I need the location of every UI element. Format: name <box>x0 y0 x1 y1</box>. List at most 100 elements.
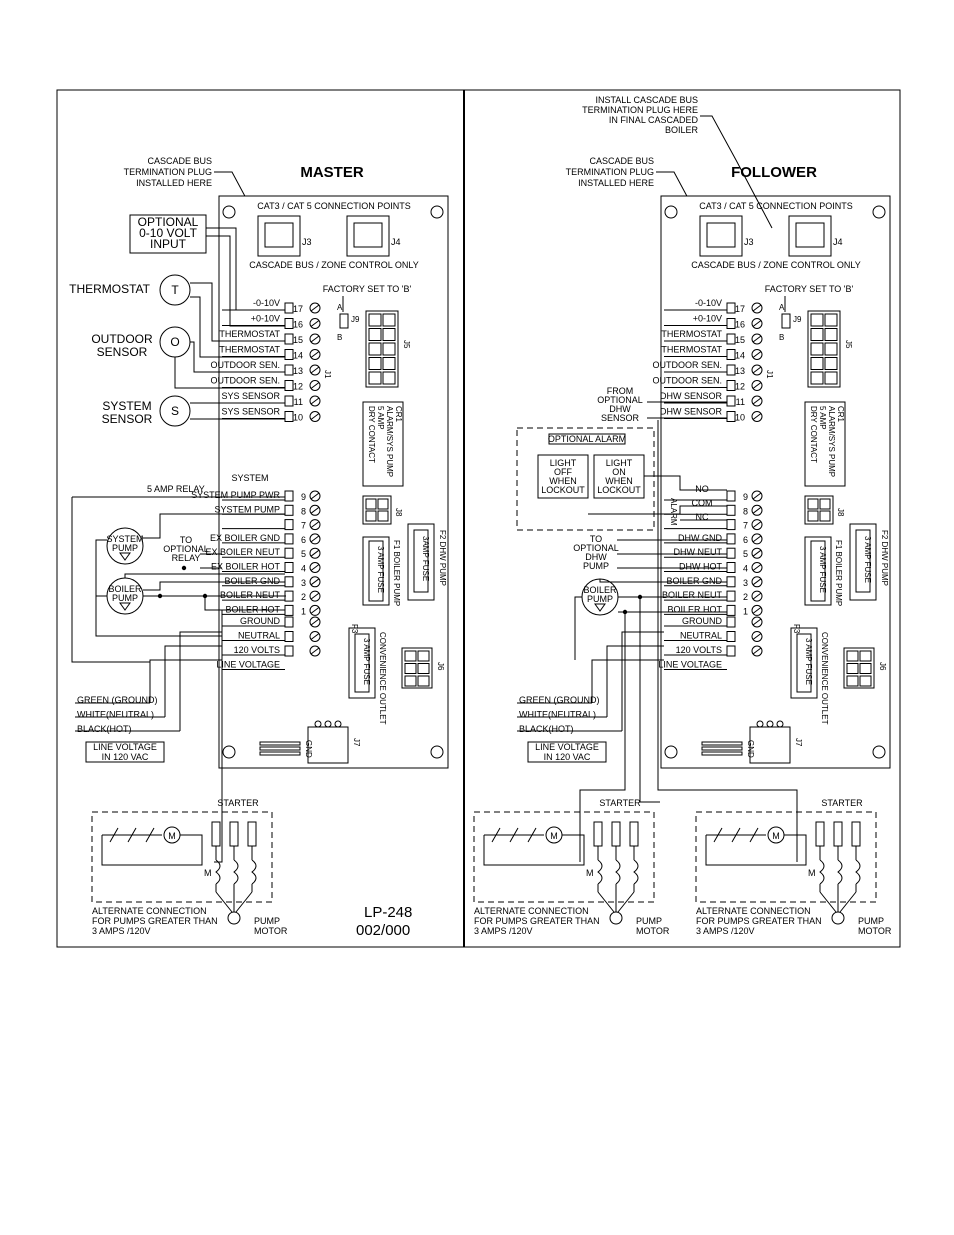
j1-label: J1 <box>323 370 332 379</box>
cascade-bus-label: CASCADE BUS / ZONE CONTROL ONLY <box>249 260 419 270</box>
power-terminal <box>726 645 736 657</box>
cr1-label: DRY CONTACT <box>809 406 818 463</box>
j9-a: A <box>337 303 343 312</box>
pump-motor-label: MOTOR <box>858 926 892 936</box>
j2-terminal <box>726 533 736 545</box>
j9-b: B <box>779 333 784 342</box>
pump-motor-label: PUMP <box>858 916 884 926</box>
j1-terminal-label: DHW SENSOR <box>660 407 723 417</box>
j8-pin <box>819 498 831 510</box>
j1-terminal-number: 14 <box>293 351 303 361</box>
j2-terminal <box>726 504 736 516</box>
power-terminal-label: LINE VOLTAGE <box>216 660 280 670</box>
starter-fuse <box>229 821 239 847</box>
j7-pin <box>766 720 774 728</box>
j1-terminal-number: 16 <box>293 320 303 330</box>
j2-terminal <box>284 533 294 545</box>
line-voltage-label: IN 120 VAC <box>544 752 591 762</box>
follower-boiler-pump-label: BOILER <box>583 585 617 595</box>
gnd-bar <box>701 746 743 751</box>
j2-terminal-label: BOILER GND <box>666 576 722 586</box>
j2-terminal-label: DHW NEUT <box>674 547 723 557</box>
follower-boiler-gnd <box>599 579 727 583</box>
starter-fuse <box>593 821 603 847</box>
f3-fuse-value: 3 AMP FUSE <box>804 638 813 685</box>
panel-title: MASTER <box>300 164 364 181</box>
j2-terminal <box>726 519 736 531</box>
j1-terminal-number: 17 <box>293 304 303 314</box>
j2-terminal-number: 1 <box>301 606 306 616</box>
power-terminal-label: GROUND <box>240 616 280 626</box>
light-off-label: LOCKOUT <box>541 485 585 495</box>
j5-pin <box>810 357 824 370</box>
starter-contact-coil <box>597 859 603 885</box>
gnd-bar <box>259 751 301 756</box>
j1-terminal <box>284 411 294 422</box>
j3-label: J3 <box>744 237 754 247</box>
j5-pin <box>382 313 396 327</box>
j1-terminal-label: OUTDOOR SEN. <box>652 360 722 370</box>
to-optional-dhw-pump-note: DHW <box>585 552 607 562</box>
incoming-hot <box>591 659 664 703</box>
j2-terminal <box>284 519 294 531</box>
starter-label: STARTER <box>599 798 641 808</box>
j6-pin <box>417 650 430 662</box>
j1-terminal <box>284 318 294 329</box>
starter-contact-coil <box>633 859 639 885</box>
screw-slot <box>310 351 320 358</box>
screw-slot <box>310 413 320 420</box>
install-note-arrow <box>700 115 773 229</box>
screw-slot <box>310 618 320 626</box>
optional-input-label: 0-10 VOLT <box>139 226 197 240</box>
cr1-label: DRY CONTACT <box>367 406 376 463</box>
f2-fuse <box>413 529 429 593</box>
screw-slot <box>752 304 762 312</box>
j3-label: J3 <box>302 237 312 247</box>
screw-slot <box>752 633 762 640</box>
incoming-ground <box>179 631 222 731</box>
starter-coil-m: M <box>550 831 558 841</box>
contact-slash <box>509 827 519 843</box>
alternate-connection-note: ALTERNATE CONNECTION <box>92 906 207 916</box>
light-off-label: LIGHT <box>550 458 577 468</box>
j9-b: B <box>337 333 342 342</box>
outdoor-sensor-o: O <box>170 335 179 349</box>
screw-slot <box>752 335 762 343</box>
j7-connector <box>307 726 349 764</box>
j2-terminal-label: BOILER HOT <box>667 604 722 614</box>
system-pump-label: SYSTEM <box>106 534 143 544</box>
screw-slot <box>752 521 762 528</box>
f1-fuse-label: F1 BOILER PUMP <box>392 540 401 606</box>
j1-terminal-number: 16 <box>735 320 745 330</box>
starter-fuse <box>815 821 825 847</box>
j8-pin <box>807 498 819 510</box>
j5-pin <box>368 342 382 356</box>
f2-fuse-label: F2 DHW PUMP <box>880 530 889 586</box>
termination-plug-note: TERMINATION PLUG <box>124 167 212 177</box>
boiler-pump-gnd <box>143 581 285 591</box>
contact-slash <box>731 827 741 843</box>
j1-terminal-label: OUTDOOR SEN. <box>210 376 280 386</box>
dhw-sensor-source-note: SENSOR <box>601 413 640 423</box>
j5-pin <box>824 371 838 385</box>
starter-box <box>91 811 273 903</box>
motor-lead <box>235 891 253 913</box>
power-terminal-label: NEUTRAL <box>238 631 280 641</box>
to-starter-b <box>657 420 798 862</box>
starter-fuse <box>247 821 257 847</box>
contact-slash <box>713 827 723 843</box>
j1-terminal-label: +0-10V <box>693 314 722 324</box>
j9-jumper <box>339 313 349 329</box>
light-on-label: LIGHT <box>606 458 633 468</box>
j2-terminal-number: 1 <box>743 606 748 616</box>
system-pump-pwr-top: SYSTEM <box>231 473 268 483</box>
pump-motor-symbol <box>831 911 845 925</box>
boiler-pump-top <box>124 573 285 578</box>
j2-terminal <box>284 590 294 602</box>
j1-terminal-label: +0-10V <box>251 314 280 324</box>
j1-terminal-number: 10 <box>293 413 303 423</box>
alternate-connection-note: 3 AMPS /120V <box>92 926 151 936</box>
cr1-label: ALARM/SYS PUMP <box>827 406 836 477</box>
f2-fuse-label: F2 DHW PUMP <box>438 530 447 586</box>
